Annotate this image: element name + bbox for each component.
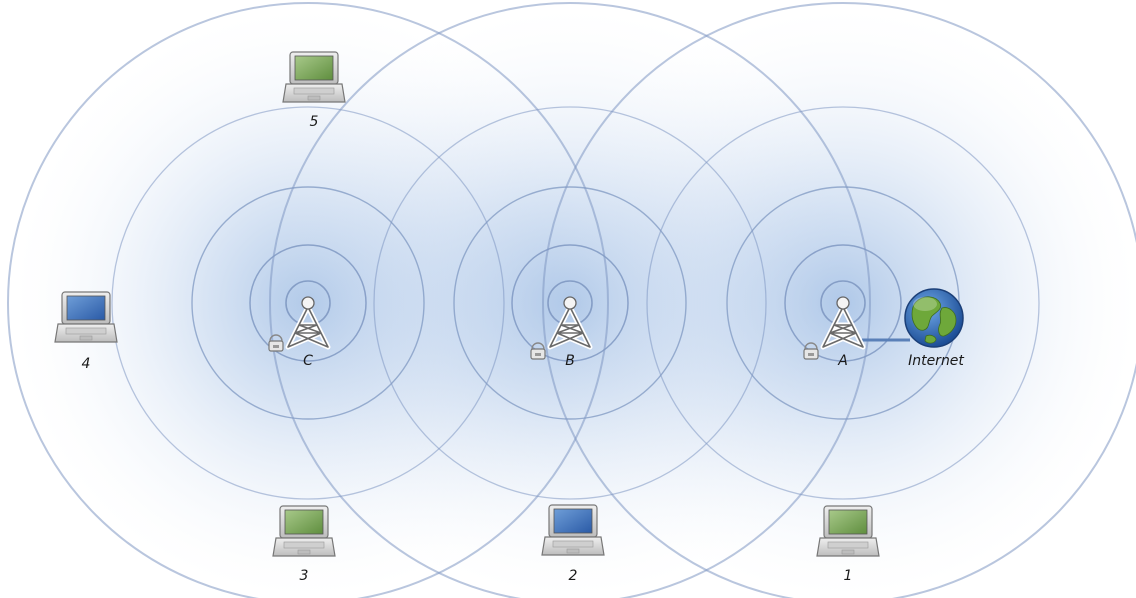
range-rings-c (7, 2, 609, 598)
laptop-label-2: 2 (569, 568, 578, 584)
laptop-client-3: 3 (272, 505, 336, 584)
ring-b-3 (453, 186, 687, 420)
range-rings-a (542, 2, 1136, 598)
internet-gateway: Internet (904, 288, 964, 369)
router-icon (803, 342, 819, 360)
laptop-icon (54, 291, 118, 343)
router-icon (530, 342, 546, 360)
ring-a-5 (542, 2, 1136, 598)
internet-label: Internet (908, 353, 964, 369)
laptop-icon (282, 51, 346, 103)
ring-b-5 (269, 2, 871, 598)
laptop-client-1: 1 (816, 505, 880, 584)
laptop-icon (541, 504, 605, 556)
access-point-b: B (530, 296, 593, 369)
access-point-label-c: C (303, 353, 313, 369)
access-point-a: A (803, 296, 866, 369)
antenna-tower-icon (547, 296, 593, 350)
laptop-label-5: 5 (310, 114, 319, 130)
ring-a-4 (646, 106, 1040, 500)
antenna-tower-icon (820, 296, 866, 350)
globe-icon (904, 288, 964, 348)
laptop-label-1: 1 (844, 568, 853, 584)
laptop-client-2: 2 (541, 504, 605, 584)
ring-a-2 (784, 244, 902, 362)
access-point-label-b: B (565, 353, 575, 369)
laptop-icon (816, 505, 880, 557)
access-point-label-a: A (837, 353, 848, 369)
router-icon (268, 334, 284, 352)
laptop-icon (272, 505, 336, 557)
ring-c-2 (249, 244, 367, 362)
ring-c-3 (191, 186, 425, 420)
access-point-c: C (268, 296, 331, 369)
laptop-client-5: 5 (282, 51, 346, 130)
laptop-label-3: 3 (300, 568, 309, 584)
ring-b-4 (373, 106, 767, 500)
ring-b-2 (511, 244, 629, 362)
laptop-client-4: 4 (54, 291, 118, 372)
antenna-tower-icon (285, 296, 331, 350)
ring-c-5 (7, 2, 609, 598)
ring-c-4 (111, 106, 505, 500)
laptop-label-4: 4 (82, 356, 91, 372)
